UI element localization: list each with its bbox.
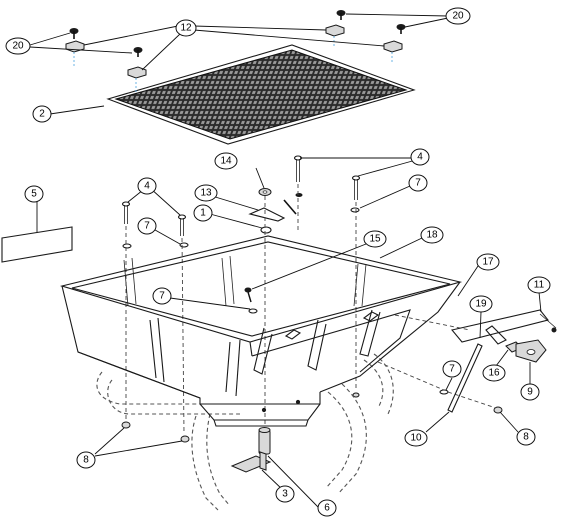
callout-11: 11 (527, 276, 551, 294)
callout-label: 19 (475, 299, 487, 310)
callout-2: 2 (32, 105, 52, 123)
callout-19: 19 (469, 295, 493, 313)
washer-icon (179, 242, 189, 248)
clamp-and-screw-parts (65, 10, 406, 92)
bolts-and-washers (121, 155, 503, 443)
callout-18: 18 (420, 226, 444, 244)
callout-7-middle: 7 (152, 287, 172, 305)
decal-part (1, 226, 73, 263)
bolt-icon (351, 175, 361, 200)
washer-icon (122, 243, 132, 249)
callout-label: 20 (12, 41, 24, 52)
callout-label: 4 (144, 181, 150, 192)
callout-label: 4 (417, 152, 423, 163)
callout-7-upper-right: 7 (408, 174, 428, 192)
callout-7-right: 7 (442, 360, 462, 378)
clamp-icon (127, 66, 147, 92)
washer-icon (248, 308, 258, 314)
callout-4-right: 4 (410, 148, 430, 166)
callout-label: 16 (488, 368, 500, 379)
clamp-icon (65, 40, 85, 68)
bracket-part (230, 451, 272, 473)
callout-label: 7 (159, 291, 165, 302)
callout-15: 15 (363, 230, 387, 248)
callout-label: 5 (31, 189, 37, 200)
pin-icon (244, 287, 252, 303)
washer-icon (295, 193, 303, 197)
callout-16: 16 (482, 364, 506, 382)
bolt-icon (293, 155, 303, 182)
callout-4-left: 4 (137, 177, 157, 195)
nut-icon (121, 421, 131, 429)
callout-label: 9 (527, 387, 533, 398)
callout-6: 6 (317, 499, 337, 517)
callout-label: 7 (415, 178, 421, 189)
nut-icon (493, 406, 503, 414)
washer-icon (350, 207, 360, 213)
hopper-body (59, 235, 463, 427)
callout-label: 10 (410, 433, 422, 444)
lever-assembly (447, 309, 557, 413)
nut-icon (352, 392, 360, 398)
callout-label: 17 (482, 257, 494, 268)
callout-label: 14 (220, 156, 232, 167)
callout-5: 5 (24, 185, 44, 203)
callout-label: 2 (39, 109, 45, 120)
callout-label: 8 (523, 432, 529, 443)
ring-icon (260, 226, 272, 234)
callout-label: 6 (324, 503, 330, 514)
callout-label: 11 (534, 280, 545, 291)
ghost-frame (96, 353, 394, 511)
assembly-axes (125, 184, 497, 435)
callout-1: 1 (193, 204, 213, 222)
screw-icon (336, 10, 346, 20)
callout-10: 10 (404, 429, 428, 447)
callout-label: 20 (452, 11, 464, 22)
callout-8-right: 8 (516, 428, 536, 446)
callout-3: 3 (275, 485, 295, 503)
callout-label: 18 (426, 230, 438, 241)
nut-icon (180, 435, 190, 443)
grate-part (106, 44, 416, 145)
callout-7-left: 7 (137, 217, 157, 235)
callout-9: 9 (520, 383, 540, 401)
callout-8-left: 8 (76, 451, 96, 469)
callout-label: 3 (282, 489, 288, 500)
screw-icon (133, 47, 143, 57)
washer-icon (439, 389, 449, 395)
callout-17: 17 (476, 253, 500, 271)
nut-icon (258, 188, 272, 196)
callout-label: 7 (144, 221, 150, 232)
callout-20-right: 20 (445, 7, 471, 25)
screw-icon (396, 24, 406, 34)
bolt-icon (121, 201, 131, 224)
clamp-icon (383, 40, 403, 62)
callout-12: 12 (175, 19, 197, 37)
callout-label: 13 (200, 188, 212, 199)
bolt-icon (177, 214, 187, 236)
callout-label: 1 (200, 208, 206, 219)
callout-label: 15 (369, 234, 381, 245)
callout-14: 14 (214, 152, 238, 170)
leader-lines (29, 13, 542, 508)
callout-13: 13 (194, 184, 218, 202)
latch-icon (248, 199, 297, 222)
callout-label: 7 (449, 364, 455, 375)
roller-part (258, 427, 271, 455)
callout-label: 12 (180, 23, 192, 34)
clamp-icon (325, 24, 345, 48)
screw-icon (69, 28, 79, 39)
callout-20-left: 20 (5, 37, 31, 55)
callout-label: 8 (83, 455, 89, 466)
